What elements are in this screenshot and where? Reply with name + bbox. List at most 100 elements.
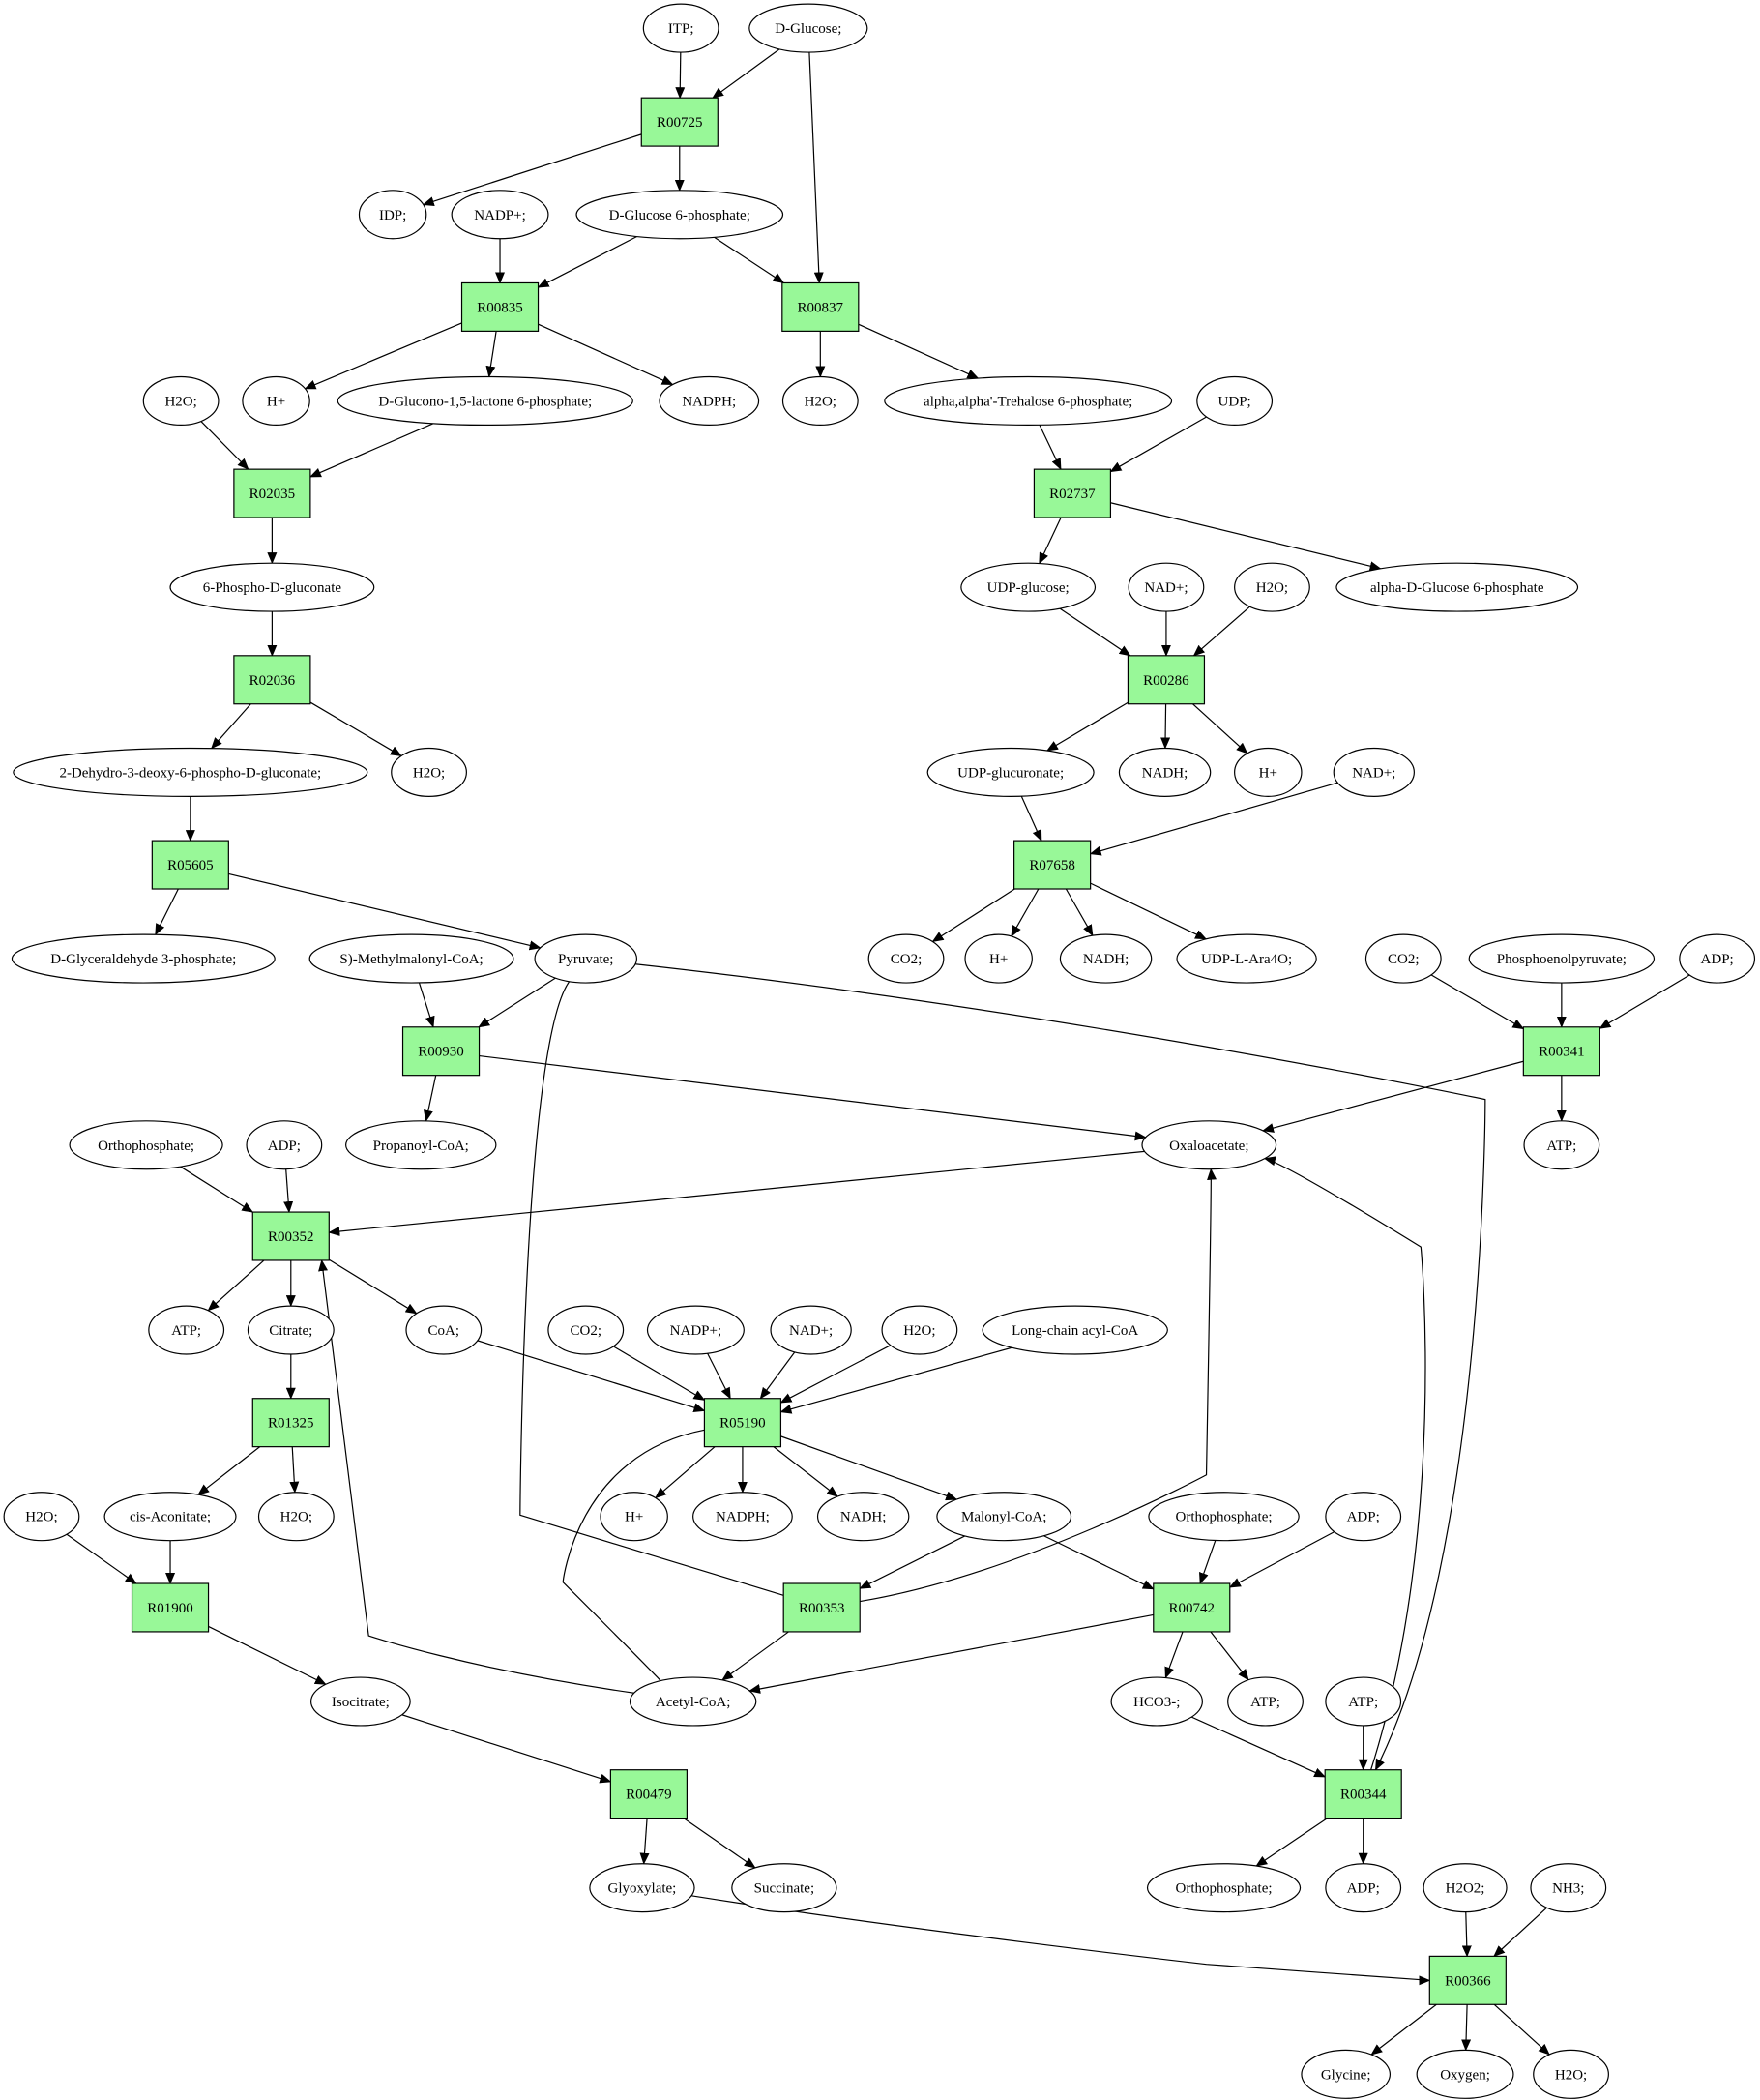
node-label: Malonyl-CoA;: [961, 1510, 1046, 1525]
node-label: UDP-L-Ara4O;: [1201, 952, 1292, 967]
metabolite-node-kdpg: 2-Dehydro-3-deoxy-6-phospho-D-gluconate;: [13, 747, 368, 797]
node-label: NAD+;: [1352, 765, 1395, 781]
metabolite-ellipse: [867, 933, 945, 984]
metabolite-node-h2o_h: H2O;: [1533, 2049, 1609, 2099]
metabolite-ellipse: [246, 1120, 323, 1170]
metabolite-ellipse: [1325, 1676, 1402, 1727]
metabolite-ellipse: [600, 1492, 668, 1542]
node-label: CoA;: [428, 1323, 460, 1339]
metabolite-ellipse: [1325, 1492, 1402, 1542]
edge-h2o2-to-R00366: [1461, 1911, 1472, 1958]
node-label: 2-Dehydro-3-deoxy-6-phospho-D-gluconate;: [59, 765, 321, 781]
metabolite-node-atp_b: ATP;: [148, 1305, 225, 1355]
metabolite-ellipse: [781, 375, 859, 427]
metabolite-ellipse: [646, 1305, 745, 1355]
reaction-box: [251, 1211, 330, 1261]
reaction-node-R07658: R07658: [1013, 840, 1092, 890]
edge-R02737-to-aglucose6p: [1110, 502, 1382, 572]
node-label: R00286: [1143, 673, 1189, 689]
metabolite-ellipse: [1423, 1863, 1508, 1913]
node-label: R00344: [1340, 1788, 1387, 1803]
edge-R00930-to-propanoyl: [423, 1075, 437, 1122]
edge-R02737-to-udpglucose: [1039, 517, 1062, 565]
metabolite-ellipse: [1148, 1492, 1300, 1542]
reaction-node-R02737: R02737: [1033, 468, 1112, 518]
reaction-box: [782, 1582, 861, 1633]
reaction-node-R00352: R00352: [251, 1211, 330, 1261]
edge-R00286-to-hplus_b: [1192, 703, 1248, 754]
edge-malonyl-to-R00742: [1043, 1535, 1155, 1590]
reaction-node-R00837: R00837: [781, 281, 860, 332]
node-label: R00366: [1445, 1973, 1491, 1989]
edge-R00742-to-acetylcoa: [748, 1613, 1154, 1694]
metabolite-node-glucono: D-Glucono-1,5-lactone 6-phosphate;: [337, 375, 633, 427]
metabolite-ellipse: [1118, 747, 1212, 797]
reaction-node-R00835: R00835: [460, 281, 540, 332]
metabolite-ellipse: [1468, 933, 1656, 984]
metabolite-node-trehalose6p: alpha,alpha'-Trehalose 6-phosphate;: [884, 375, 1173, 427]
node-label: HCO3-;: [1133, 1695, 1180, 1710]
metabolite-node-coa: CoA;: [405, 1305, 483, 1355]
node-label: UDP-glucose;: [987, 580, 1070, 596]
reaction-box: [1324, 1769, 1402, 1819]
reaction-box: [1522, 1026, 1600, 1077]
edge-R05605-to-gap: [155, 888, 179, 936]
edge-R00835-to-nadph_a: [538, 323, 674, 386]
node-label: R00352: [268, 1229, 314, 1245]
edge-R01900-to-isocitrate: [208, 1625, 327, 1685]
node-label: Propanoyl-CoA;: [373, 1139, 469, 1154]
node-label: alpha-D-Glucose 6-phosphate: [1370, 580, 1544, 596]
node-label: D-Glyceraldehyde 3-phosphate;: [50, 952, 236, 967]
node-label: ATP;: [1348, 1695, 1378, 1710]
metabolite-node-orthophosphate_b: Orthophosphate;: [1148, 1492, 1300, 1542]
metabolite-node-succinate: Succinate;: [731, 1863, 837, 1913]
edge-adp_a-to-R00341: [1599, 974, 1690, 1029]
node-label: ADP;: [1701, 952, 1734, 967]
edge-R01325-to-h2o_g: [289, 1446, 300, 1494]
metabolite-node-atp_a: ATP;: [1523, 1120, 1600, 1170]
node-label: IDP;: [379, 208, 406, 223]
edge-R02036-to-h2o_d: [309, 701, 402, 757]
metabolite-ellipse: [1301, 2049, 1392, 2099]
metabolite-node-acetylcoa: Acetyl-CoA;: [629, 1676, 757, 1727]
edge-oxaloacetate-to-R00352: [328, 1150, 1145, 1236]
node-label: R00835: [477, 300, 523, 315]
node-label: Glycine;: [1321, 2067, 1371, 2083]
edge-R05190-to-acetylcoa: [562, 1429, 705, 1691]
edge-R07658-to-hplus_c: [1011, 888, 1040, 937]
edge-R00742-to-hco3: [1164, 1631, 1184, 1679]
metabolite-node-glyoxylate: Glyoxylate;: [589, 1863, 695, 1913]
edge-h2o_e-to-R05190: [779, 1345, 892, 1404]
metabolite-ellipse: [1335, 562, 1579, 612]
metabolite-node-oxygen: Oxygen;: [1416, 2049, 1514, 2099]
edge-methylmalonyl-to-R00930: [418, 982, 435, 1028]
node-label: H2O;: [1256, 580, 1288, 596]
metabolite-node-nadh_c: NADH;: [816, 1492, 910, 1542]
edge-nad_b-to-R07658: [1089, 782, 1338, 856]
edge-udpglucose-to-R00286: [1059, 607, 1131, 657]
metabolite-ellipse: [148, 1305, 225, 1355]
metabolite-node-oxaloacetate: Oxaloacetate;: [1141, 1120, 1277, 1170]
edge-isocitrate-to-R00479: [401, 1714, 612, 1784]
node-label: H2O;: [164, 394, 196, 409]
metabolite-node-nadh_b: NADH;: [1059, 933, 1153, 984]
node-label: H2O;: [805, 394, 836, 409]
metabolite-node-itp: ITP;: [642, 3, 719, 53]
metabolite-ellipse: [1533, 2049, 1609, 2099]
metabolite-ellipse: [1364, 933, 1442, 984]
edge-R00366-to-glycine: [1370, 2003, 1437, 2056]
reaction-node-R00341: R00341: [1522, 1026, 1600, 1077]
reaction-node-R02036: R02036: [233, 655, 311, 705]
metabolite-node-h2o_e: H2O;: [881, 1305, 958, 1355]
metabolite-ellipse: [1176, 933, 1317, 984]
metabolite-ellipse: [1679, 933, 1756, 984]
edge-R00341-to-oxaloacetate: [1262, 1060, 1524, 1133]
edge-dglucose-to-R00837: [808, 52, 824, 284]
metabolite-node-phosphogluconate: 6-Phospho-D-gluconate: [169, 562, 375, 612]
reaction-node-R05190: R05190: [703, 1398, 782, 1448]
metabolite-ellipse: [1059, 933, 1153, 984]
edge-lcacyl-to-R05190: [779, 1346, 1012, 1414]
reaction-box: [131, 1582, 210, 1633]
node-label: R02737: [1049, 487, 1096, 502]
node-label: R00930: [418, 1045, 464, 1060]
